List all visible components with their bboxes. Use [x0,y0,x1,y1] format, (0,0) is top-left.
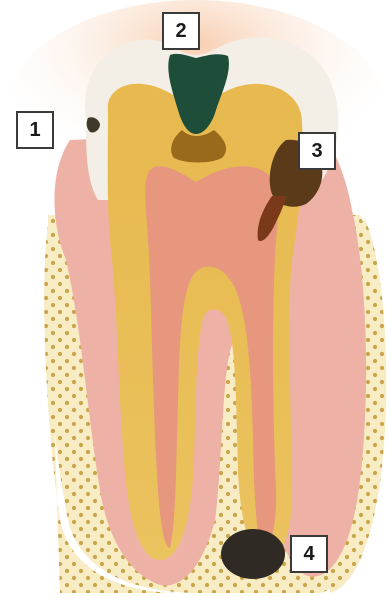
callout-label-1-text: 1 [29,119,40,142]
callout-label-3: 3 [298,132,336,170]
periapical-abscess [221,529,285,579]
callout-label-4-text: 4 [303,543,314,566]
callout-label-2: 2 [162,12,200,50]
callout-label-1: 1 [16,111,54,149]
callout-label-2-text: 2 [175,20,186,43]
callout-label-3-text: 3 [311,140,322,163]
callout-label-4: 4 [290,535,328,573]
